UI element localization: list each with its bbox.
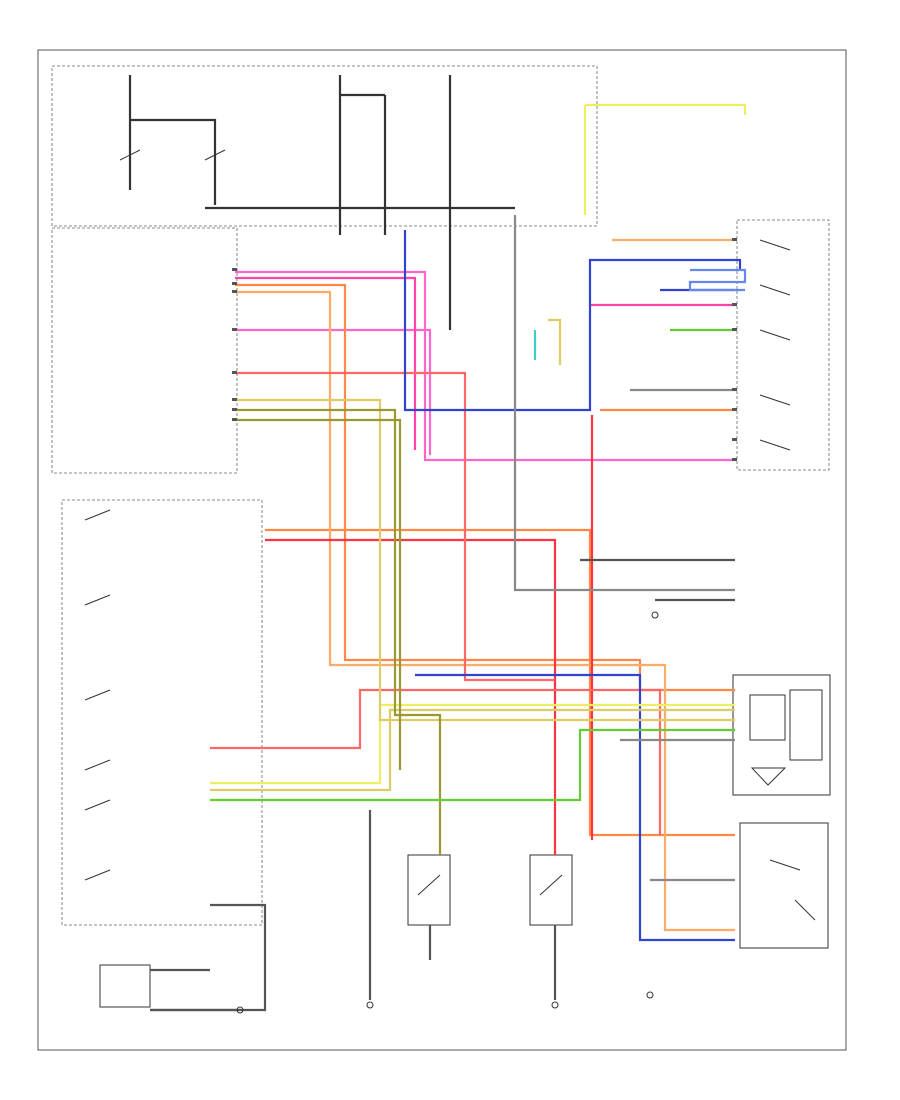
wire-dark-3 (150, 903, 267, 1012)
relay-contacts (417, 859, 816, 921)
supply-lines (128, 75, 515, 330)
wire-gray-1 (513, 215, 735, 592)
wire-tan-3 (548, 318, 562, 365)
wiper-switch-box (736, 219, 830, 471)
wire-salmon-1 (235, 371, 555, 682)
wire-olive-1 (235, 408, 442, 855)
wire-light-orange-1 (235, 290, 735, 932)
wire-light-blue-1 (688, 268, 747, 292)
wire-blue-1 (403, 230, 742, 412)
wire-yellow-1 (585, 103, 747, 115)
front-wiper-motor-box (739, 822, 829, 949)
relay-box-2 (529, 854, 573, 926)
washer-pump-motor-box (732, 674, 831, 796)
relay-box-1 (407, 854, 451, 926)
washer-pump-symbol (749, 689, 823, 786)
body-control-module-box (51, 227, 238, 474)
wire-magenta-1 (235, 276, 417, 450)
wire-red-1 (265, 538, 557, 855)
wire-tan-1 (235, 398, 735, 722)
wire-pink-1 (235, 270, 735, 462)
connector-pins (232, 238, 737, 461)
ground-symbols (236, 611, 659, 1014)
wiper-switch-contacts (759, 239, 791, 451)
wire-salmon-2 (210, 688, 662, 835)
wire-orange-2 (265, 528, 735, 837)
wire-yellow-3 (210, 703, 735, 785)
multifunction-switch-box (61, 499, 263, 926)
wire-orange-1 (235, 283, 735, 692)
wire-harness (150, 103, 747, 1012)
fuse-box-top (51, 65, 598, 227)
wire-green-1 (210, 728, 735, 802)
wire-pink-2 (235, 328, 432, 455)
multifunction-switch-contacts (84, 149, 226, 881)
wire-blue-3 (415, 673, 735, 942)
wire-olive-2 (235, 418, 402, 770)
diagram-border (37, 49, 847, 1051)
wire-tan-2 (210, 708, 735, 792)
connector-bottom-left (99, 964, 151, 1008)
